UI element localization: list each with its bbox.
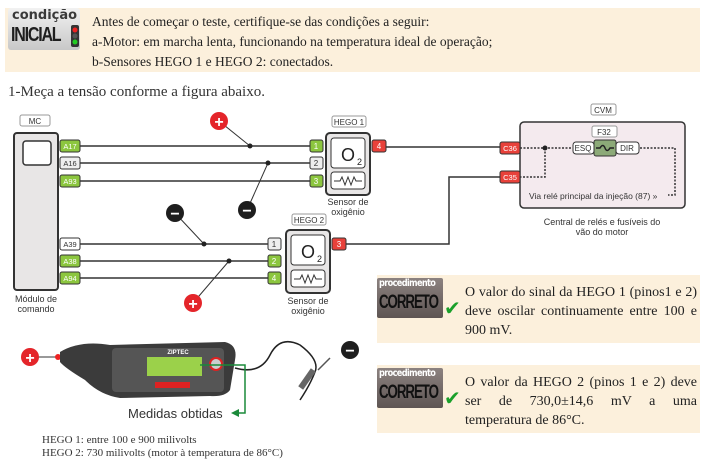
step-instruction: 1-Meça a tensão conforme a figura abaixo… [8,84,265,100]
condition-line: Antes de começar o teste, certifique-se … [92,14,430,29]
pin-label: A93 [63,177,76,186]
initial-condition-panel [5,8,700,72]
badge-top: procedimento [379,368,436,379]
pin-label: C36 [503,144,517,153]
procedure-text: O valor do sinal da HEGO 1 (pinos1 e 2) … [465,285,697,338]
footnotes: HEGO 1: entre 100 e 900 milivolts HEGO 2… [42,434,283,460]
o2-subscript: 2 [357,157,362,167]
hego1-caption: oxigênio [331,207,365,217]
footnote: HEGO 2: 730 milivolts (motor à temperatu… [42,447,283,459]
procedure-text: O valor da HEGO 2 (pinos 1 e 2) deve ser… [465,375,697,428]
hego2-sensor: HEGO 2 O 2 1 2 4 3 Sensor de oxigênio [267,213,347,316]
pin-label: C35 [503,173,517,182]
pin-label: 4 [272,274,277,283]
pin-label: 1 [272,240,277,249]
plus-probe-icon [21,348,39,366]
pin-label: A94 [63,274,76,283]
result-label: Medidas obtidas [128,406,223,421]
pin-label: A16 [63,159,76,168]
pin-label: A39 [63,240,76,249]
mc-label: MC [29,117,42,126]
hego1-caption: Sensor de [327,197,368,207]
procedure-box-1: procedimento CORRETO ✔ O valor do sinal … [377,275,700,343]
footnote: HEGO 1: entre 100 e 900 milivolts [42,434,197,446]
mc-pins: A17 A16 A93 A39 A38 A94 [59,139,81,285]
cvm-caption: Central de relés e fusíveis do [544,217,661,227]
condition-line: a-Motor: em marcha lenta, funcionando na… [92,34,493,49]
meter-brand: ZIPTEC [167,350,189,356]
heater-resistor-icon [334,175,362,187]
arrow-head-icon [231,409,239,417]
pin-label: 3 [337,240,342,249]
fuse-right-label: DIR [620,144,634,153]
procedure-badge: procedimento CORRETO [377,278,443,318]
minus-probe-icon [341,341,359,359]
hego2-caption: Sensor de [287,296,328,306]
condition-text: Antes de começar o teste, certifique-se … [92,12,492,72]
procedure-box-2: procedimento CORRETO ✔ O valor da HEGO 2… [377,365,700,433]
minus-sign: − [170,206,179,223]
minus-sign: − [242,203,251,220]
cvm-box: CVM F32 ESQ DIR Via relé principal da in… [499,103,686,237]
cvm-label: CVM [594,106,612,115]
mc-caption: Módulo de [15,294,57,304]
plus-sign: + [214,114,223,131]
mc-caption: comando [17,304,54,314]
pin-label: A38 [63,257,76,266]
cvm-caption: vão do motor [576,227,629,237]
pin-label: 2 [272,257,277,266]
minus-probe-icon [166,204,184,222]
hego1-label: HEGO 1 [334,118,365,127]
plus-probe-icon [210,112,228,130]
mc-label-box [19,114,51,127]
plus-sign: + [25,350,34,367]
badge-top: procedimento [379,278,436,289]
fuse-left-label: ESQ [575,144,592,153]
badge-bottom: CORRETO [379,382,439,403]
hego2-caption: oxigênio [291,306,325,316]
pin-label: A17 [63,142,76,151]
chip-icon [22,140,52,166]
o2-symbol: O [301,242,315,262]
pin-label: 1 [314,142,319,151]
hego2-label: HEGO 2 [294,216,325,225]
pin-label: 2 [314,159,319,168]
pin-label: 3 [314,177,319,186]
badge-bottom: INICIAL [11,24,62,46]
check-icon: ✔ [444,296,461,320]
condition-line: b-Sensores HEGO 1 e HEGO 2: conectados. [92,54,334,69]
o2-subscript: 2 [317,254,322,264]
hego1-sensor: HEGO 1 O 2 1 2 3 4 Sensor de oxigênio [309,115,387,217]
pin-label: 4 [377,142,382,151]
meter-display [147,357,202,376]
arrow-line [200,364,246,414]
o2-symbol: O [341,145,355,165]
multimeter-image: ZIPTEC Medidas obtidas + − [21,340,359,421]
badge-bottom: CORRETO [379,292,439,313]
mc-module [13,132,59,291]
relay-text: Via relé principal da injeção (87) » [529,191,658,201]
traffic-light-icon [71,25,79,47]
heater-resistor-icon [294,273,322,285]
minus-probe-icon [238,201,256,219]
procedure-badge: procedimento CORRETO [377,368,443,408]
badge-top: condição [12,8,78,23]
plus-sign: + [188,296,197,313]
check-icon: ✔ [444,386,461,410]
fuse-label: F32 [597,128,611,137]
minus-sign: − [345,343,354,360]
initial-condition-badge: condição INICIAL [8,8,80,50]
plus-probe-icon [184,294,202,312]
